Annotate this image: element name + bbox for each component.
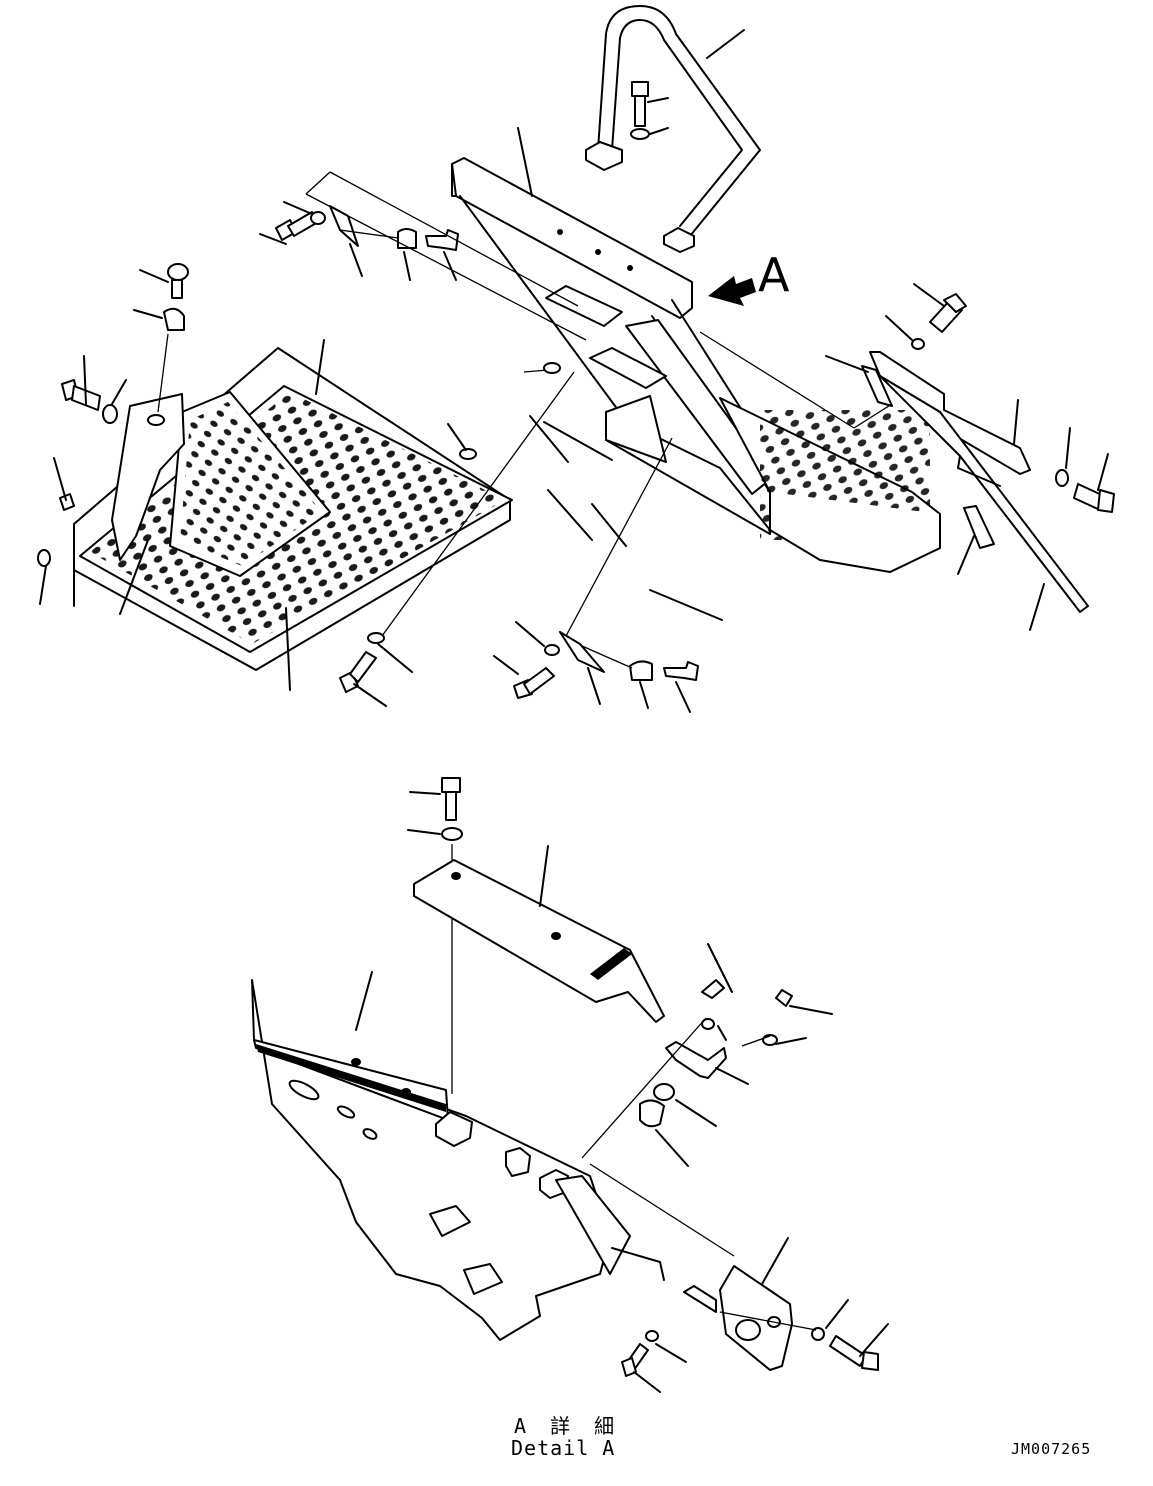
handrail: [585, 5, 761, 253]
bolt: [259, 201, 459, 281]
step-frame: [451, 127, 941, 621]
side-bracket: [699, 331, 1089, 631]
bolt: [630, 81, 669, 140]
drawing-code: JM007265: [1011, 1440, 1092, 1458]
bolt: [61, 355, 127, 424]
detail-caption-en: Detail A: [511, 1436, 616, 1460]
bolt: [885, 283, 1115, 513]
bolt: [339, 371, 575, 707]
view-arrow-icon: [708, 276, 756, 306]
view-label: A: [758, 248, 790, 302]
platform: [73, 339, 513, 691]
bolt: [37, 423, 477, 605]
bolt: [133, 263, 189, 413]
bolt: [493, 437, 699, 713]
detail-caption-jp: A 詳 細: [514, 1414, 621, 1438]
detail-a-drawing: [251, 777, 889, 1393]
